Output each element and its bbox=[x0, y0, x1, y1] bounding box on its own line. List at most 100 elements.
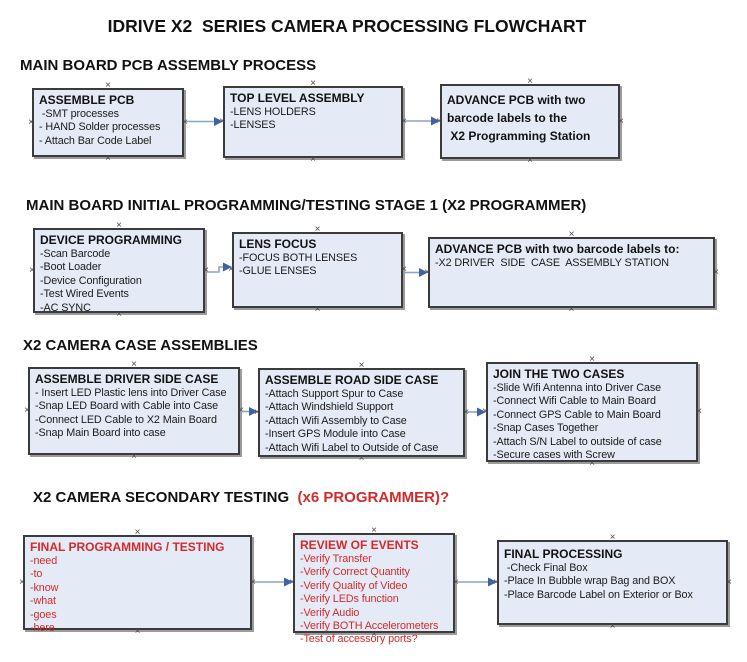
connection-point-icon bbox=[314, 226, 322, 234]
flow-box-join-the-two-cases: JOIN THE TWO CASES -Slide Wifi Antenna i… bbox=[486, 362, 698, 462]
box-step: - Insert LED Plastic lens into Driver Ca… bbox=[35, 387, 227, 399]
connection-point-icon bbox=[23, 407, 31, 415]
connection-point-icon bbox=[617, 118, 625, 126]
connection-point-icon bbox=[526, 78, 534, 86]
box-title: FINAL PROCESSING bbox=[504, 547, 623, 561]
flow-box-final-processing: FINAL PROCESSING -Check Final Box -Place… bbox=[497, 540, 728, 625]
box-step: -Insert GPS Module into Case bbox=[265, 428, 406, 441]
box-step: -Connect Wifi Cable to Main Board bbox=[493, 395, 656, 408]
heading-text: MAIN BOARD PCB ASSEMBLY PROCESS bbox=[20, 57, 317, 74]
flow-box-assemble-pcb: ASSEMBLE PCB -SMT processes - HAND Solde… bbox=[32, 88, 184, 157]
connection-point-icon bbox=[314, 306, 322, 314]
box-step: -AC SYNC bbox=[40, 301, 91, 314]
connection-point-icon bbox=[400, 266, 408, 274]
connection-point-icon bbox=[249, 579, 257, 587]
flow-box-final-programming-testing: FINAL PROGRAMMING / TESTING -need -to -k… bbox=[23, 535, 252, 634]
section-heading-secondary-testing: X2 CAMERA SECONDARY TESTING (x6 PROGRAMM… bbox=[33, 489, 449, 506]
connection-point-icon bbox=[28, 267, 36, 275]
page-title: IDRIVE X2 SERIES CAMERA PROCESSING FLOWC… bbox=[107, 16, 587, 36]
connection-point-icon bbox=[181, 119, 189, 127]
box-step: -Boot Loader bbox=[40, 261, 102, 274]
connection-point-icon bbox=[227, 266, 235, 274]
connection-point-icon bbox=[358, 362, 366, 370]
connection-point-icon bbox=[309, 80, 317, 88]
connection-point-icon bbox=[526, 157, 534, 165]
box-step: -to bbox=[30, 568, 43, 581]
flow-box-device-programming: DEVICE PROGRAMMING -Scan Barcode -Boot L… bbox=[33, 228, 205, 314]
heading-text-red: (x6 PROGRAMMER)? bbox=[293, 489, 450, 506]
connection-point-icon bbox=[712, 269, 720, 277]
section-heading-initial-programming: MAIN BOARD INITIAL PROGRAMMING/TESTING S… bbox=[26, 197, 586, 214]
connection-point-icon bbox=[481, 408, 489, 416]
box-step: -Snap Cases Together bbox=[493, 422, 599, 435]
connection-point-icon bbox=[130, 361, 138, 369]
flow-box-top-level-assembly: TOP LEVEL ASSEMBLY -LENS HOLDERS -LENSES bbox=[223, 86, 403, 158]
connection-point-icon bbox=[695, 408, 703, 416]
flow-box-assemble-driver-side-case: ASSEMBLE DRIVER SIDE CASE - Insert LED P… bbox=[28, 367, 240, 455]
flow-box-advance-pcb-programming-station: ADVANCE PCB with two barcode labels to t… bbox=[440, 84, 620, 159]
connection-point-icon bbox=[725, 579, 733, 587]
box-title: FINAL PROGRAMMING / TESTING bbox=[30, 540, 225, 554]
box-step: - HAND Solder processes bbox=[39, 121, 161, 134]
box-step: -Verify Audio bbox=[300, 606, 360, 619]
box-title: ADVANCE PCB with two bbox=[447, 93, 586, 107]
box-step: -Slide Wifi Antenna into Driver Case bbox=[493, 382, 662, 394]
box-title: JOIN THE TWO CASES bbox=[493, 367, 625, 381]
box-title: LENS FOCUS bbox=[239, 237, 317, 251]
box-step: -Check Final Box bbox=[504, 562, 588, 574]
box-step: -Snap Main Board into case bbox=[35, 427, 166, 440]
connection-point-icon bbox=[130, 453, 138, 461]
box-step: -Verify LEDs function bbox=[300, 593, 399, 606]
connection-point-icon bbox=[202, 267, 210, 275]
connection-point-icon bbox=[370, 527, 378, 535]
box-step: -X2 DRIVER SIDE CASE ASSEMBLY STATION bbox=[435, 257, 669, 269]
box-title: TOP LEVEL ASSEMBLY bbox=[230, 91, 365, 105]
connection-point-icon bbox=[288, 579, 296, 587]
connection-point-icon bbox=[358, 455, 366, 463]
section-heading-pcb-assembly: MAIN BOARD PCB ASSEMBLY PROCESS bbox=[20, 57, 316, 74]
box-title: ADVANCE PCB with two barcode labels to: bbox=[435, 242, 680, 256]
connection-point-icon bbox=[104, 82, 112, 90]
heading-text: X2 CAMERA SECONDARY TESTING bbox=[33, 489, 294, 506]
connection-point-icon bbox=[134, 529, 142, 537]
box-step: -Test Wired Events bbox=[40, 288, 129, 301]
box-step: -Verify Correct Quantity bbox=[300, 566, 410, 579]
connection-point-icon bbox=[423, 269, 431, 277]
flow-box-review-of-events: REVIEW OF EVENTS -Verify Transfer -Verif… bbox=[293, 533, 455, 645]
box-title: DEVICE PROGRAMMING bbox=[40, 233, 183, 247]
box-title: REVIEW OF EVENTS bbox=[300, 538, 419, 552]
box-step: -Attach Support Spur to Case bbox=[265, 388, 404, 400]
connection-point-icon bbox=[115, 222, 123, 230]
box-step: -Test of accessory ports? bbox=[300, 633, 418, 646]
connection-point-icon bbox=[104, 155, 112, 163]
box-step: - Attach Bar Code Label bbox=[39, 134, 152, 147]
box-title: ASSEMBLE ROAD SIDE CASE bbox=[265, 373, 439, 387]
heading-text: X2 CAMERA CASE ASSEMBLIES bbox=[23, 337, 258, 354]
section-heading-case-assemblies: X2 CAMERA CASE ASSEMBLIES bbox=[23, 337, 258, 354]
box-step: -Verify Quality of Video bbox=[300, 579, 408, 592]
box-step: -Snap LED Board with Cable into Case bbox=[35, 400, 219, 413]
box-step: -Connect LED Cable to X2 Main Board bbox=[35, 413, 217, 426]
box-step: -Verify Transfer bbox=[300, 553, 372, 565]
box-step: -LENS HOLDERS bbox=[230, 106, 316, 118]
box-step: -Place Barcode Label on Exterior or Box bbox=[504, 588, 693, 601]
connection-point-icon bbox=[568, 231, 576, 239]
connection-point-icon bbox=[435, 118, 443, 126]
connection-point-icon bbox=[492, 579, 500, 587]
box-step: -Verify BOTH Accelerometers bbox=[300, 620, 439, 633]
connection-point-icon bbox=[462, 409, 470, 417]
box-title: X2 Programming Station bbox=[447, 129, 591, 143]
connection-point-icon bbox=[253, 409, 261, 417]
box-step: -Attach Wifi Assembly to Case bbox=[265, 414, 407, 427]
box-step: -Attach S/N Label to outside of case bbox=[493, 435, 662, 448]
box-title: ASSEMBLE PCB bbox=[39, 93, 135, 107]
connection-point-icon bbox=[27, 119, 35, 127]
box-step: -Attach Windshield Support bbox=[265, 401, 394, 414]
connection-point-icon bbox=[452, 579, 460, 587]
box-step: -FOCUS BOTH LENSES bbox=[239, 252, 358, 264]
box-step: -what bbox=[30, 595, 56, 608]
connection-point-icon bbox=[609, 623, 617, 631]
box-step: -Connect GPS Cable to Main Board bbox=[493, 408, 661, 421]
connection-point-icon bbox=[588, 356, 596, 364]
